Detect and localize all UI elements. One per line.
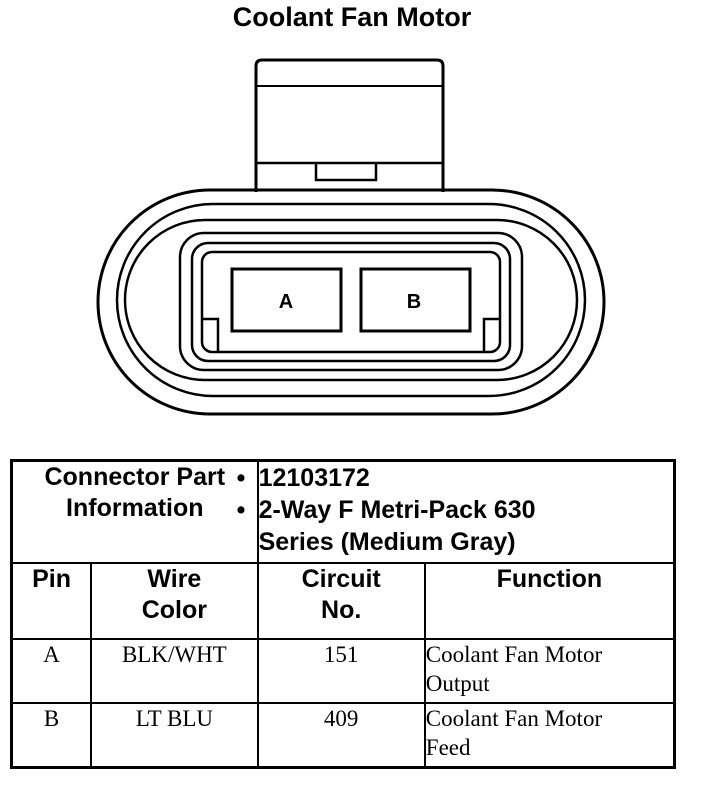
terminal-a-label: A — [279, 291, 293, 313]
connector-key-left — [202, 317, 220, 352]
col-header-circuit-line2: No. — [321, 596, 362, 624]
connector-outer-shell — [96, 188, 606, 416]
cell-function: Coolant Fan Motor Output — [423, 638, 676, 704]
col-header-pin: Pin — [10, 562, 93, 640]
part-number: 12103172 — [258, 464, 370, 492]
connector-face-inner — [190, 241, 512, 363]
part-info-list: • 12103172 • 2-Way F Metri-Pack 630 Series… — [237, 459, 676, 564]
connector-latch-housing — [254, 58, 445, 192]
cell-wire-color: BLK/WHT — [90, 638, 259, 704]
col-header-pin-label: Pin — [32, 565, 72, 593]
part-info-item: • 2-Way F Metri-Pack 630 — [237, 494, 673, 526]
col-header-wire-color-line2: Color — [141, 596, 207, 624]
part-info-item: • 12103172 — [237, 462, 673, 494]
cell-circuit: 409 — [256, 702, 426, 769]
cell-function-line1: Coolant Fan Motor — [425, 642, 603, 667]
connector-lock-tab — [314, 163, 378, 182]
terminal-a-cavity — [230, 267, 343, 333]
part-description-cont: Series (Medium Gray) — [258, 528, 516, 556]
part-info-label: Connector Part Information — [10, 459, 259, 564]
cell-function-line2: Feed — [425, 735, 471, 760]
connector-face-cavity — [200, 250, 502, 354]
part-description: 2-Way F Metri-Pack 630 — [258, 496, 536, 524]
cell-pin: A — [10, 638, 93, 704]
connector-shell-ring-1 — [115, 202, 587, 398]
cell-wire-color: LT BLU — [90, 702, 259, 769]
connector-face-outer — [178, 231, 524, 372]
terminal-b-label: B — [407, 291, 421, 313]
col-header-circuit-line1: Circuit — [301, 565, 381, 593]
table-row: A BLK/WHT 151 Coolant Fan Motor Output — [10, 638, 676, 704]
col-header-wire-color: Wire Color — [90, 562, 259, 640]
cell-function: Coolant Fan Motor Feed — [423, 702, 676, 769]
bullet: • — [236, 464, 246, 492]
cell-pin: B — [10, 702, 93, 769]
connector-shell-ring-2 — [123, 218, 579, 382]
column-header-row: Pin Wire Color Circuit No. Function — [10, 562, 676, 640]
part-info-label-line1: Connector Part — [44, 463, 226, 491]
table-row: B LT BLU 409 Coolant Fan Motor Feed — [10, 702, 676, 769]
col-header-wire-color-line1: Wire — [147, 565, 202, 593]
part-info-label-line2: Information — [66, 494, 204, 522]
connector-key-right — [482, 317, 500, 352]
connector-diagram: A B — [96, 58, 606, 416]
bullet: • — [236, 496, 246, 524]
cell-circuit: 151 — [256, 638, 426, 704]
cell-function-line2: Output — [425, 671, 490, 696]
terminal-b-cavity — [359, 267, 472, 333]
col-header-circuit: Circuit No. — [256, 562, 426, 640]
diagram-title: Coolant Fan Motor — [232, 2, 472, 32]
connector-info-table: Connector Part Information • 12103172 • 2-… — [10, 459, 676, 769]
cell-function-line1: Coolant Fan Motor — [425, 706, 603, 731]
part-info-row: Connector Part Information • 12103172 • 2-… — [10, 459, 676, 564]
col-header-function-label: Function — [496, 565, 603, 593]
col-header-function: Function — [423, 562, 676, 640]
part-info-item: Series (Medium Gray) — [259, 526, 673, 558]
